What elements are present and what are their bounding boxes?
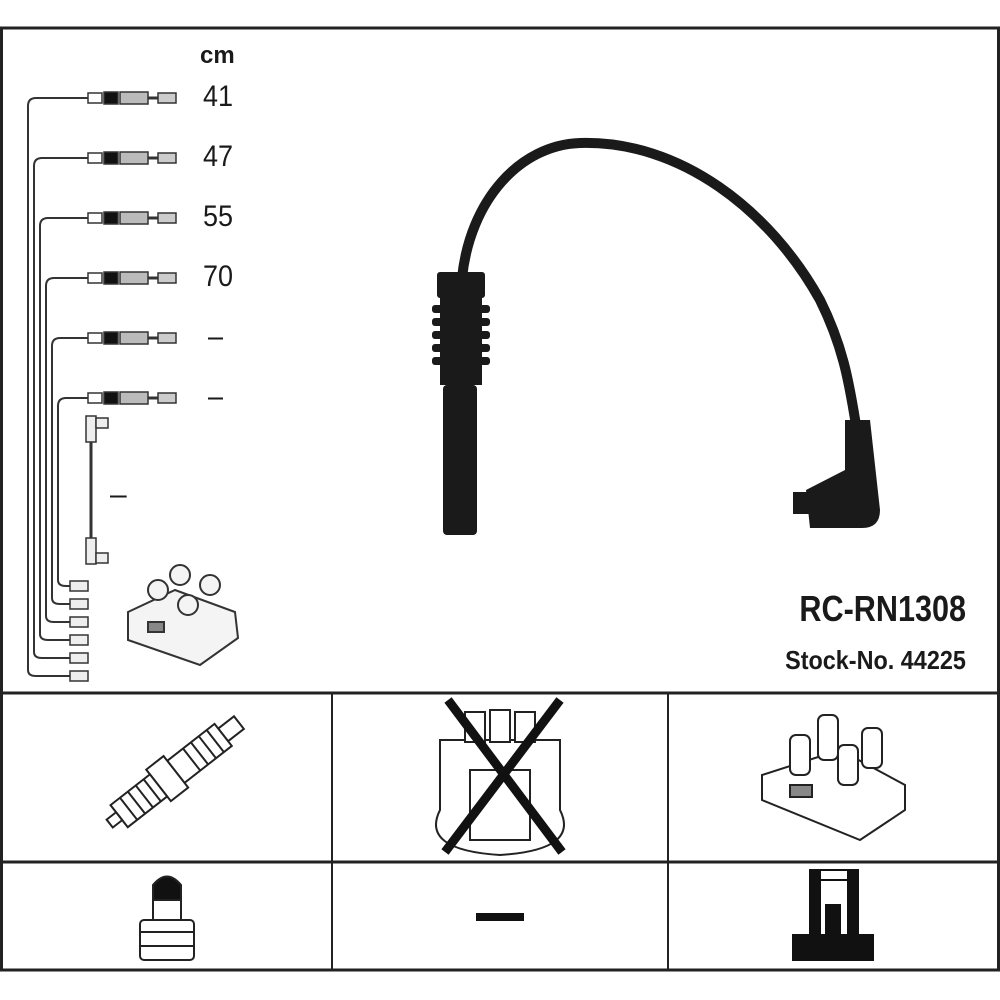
coil-lead [85, 415, 109, 565]
wire-set-schematic [27, 97, 88, 677]
ignition-coil-icon [761, 714, 906, 842]
coil-terminal-icon [792, 869, 874, 961]
wire-1 [27, 97, 88, 677]
wire-2 [33, 157, 88, 659]
unit-label: cm [200, 42, 235, 69]
ignition-cable-illustration [432, 137, 880, 535]
excluded-x-mark [441, 697, 566, 855]
small-coil-icon [127, 564, 240, 667]
wire-length-4: 70 [203, 260, 234, 293]
wire-4 [45, 277, 88, 623]
spark-plug-terminal-icon [139, 875, 195, 961]
wire-length-1: 41 [203, 80, 234, 113]
spark-plug-icon [105, 714, 246, 829]
no-item-dash [476, 913, 524, 921]
wire-5 [51, 337, 88, 605]
coil-lead-length: – [110, 478, 127, 511]
part-number: RC-RN1308 [799, 588, 966, 629]
stock-number: Stock-No. 44225 [785, 645, 966, 675]
frame [0, 26, 1000, 972]
wire-length-5: – [208, 320, 224, 353]
wire-length-6: – [208, 380, 224, 413]
wire-length-3: 55 [203, 200, 234, 233]
wire-6 [57, 397, 88, 587]
wire-length-2: 47 [203, 140, 234, 173]
wire-3 [39, 217, 88, 641]
wire-connectors [69, 91, 178, 682]
